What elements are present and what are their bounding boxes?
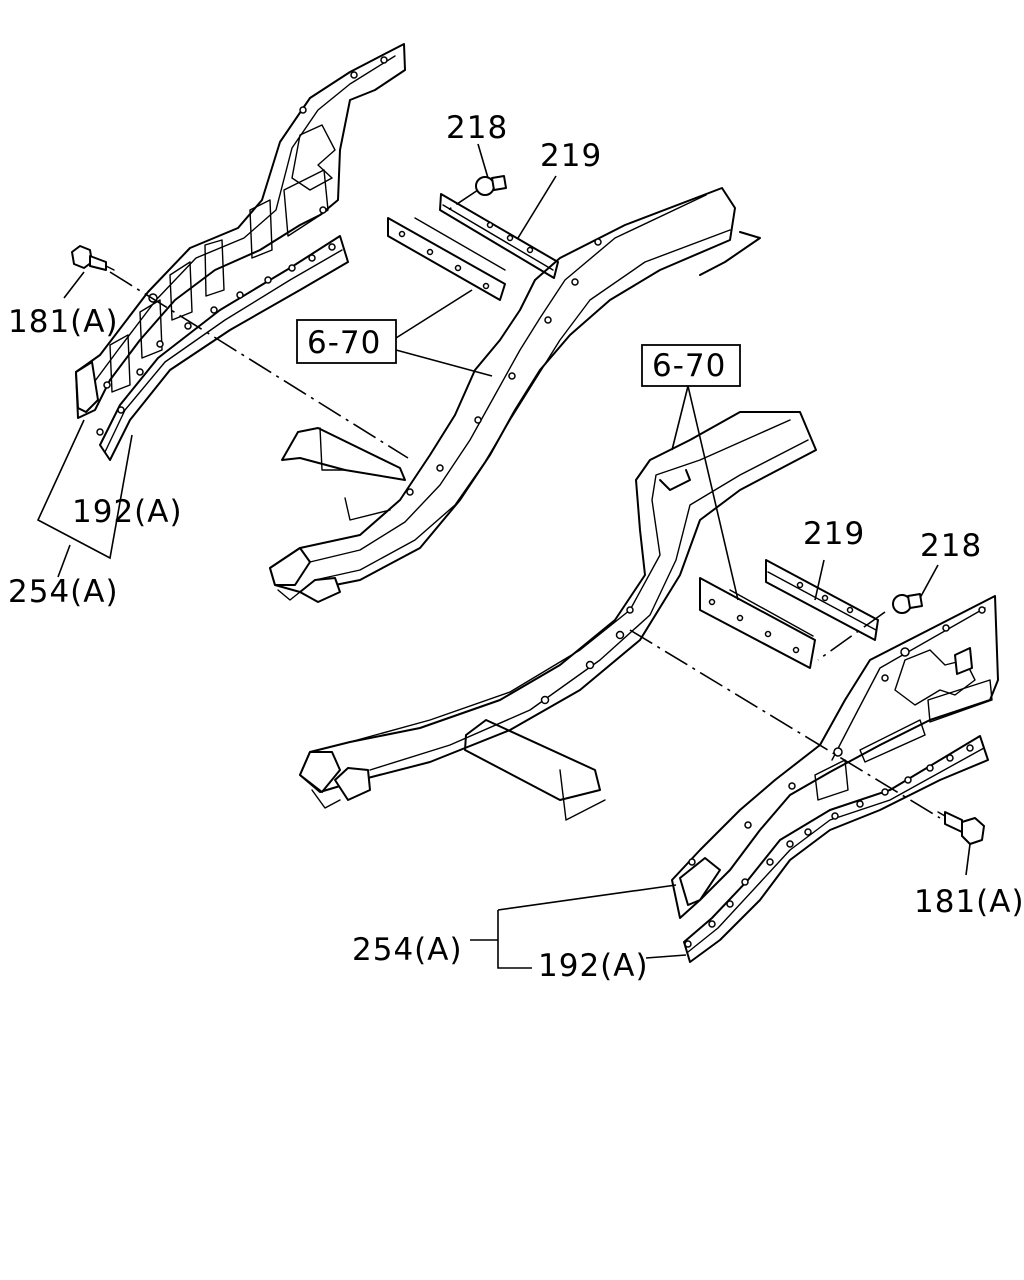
label-181-left: 181(A) (8, 304, 119, 340)
label-6-70-top: 6-70 (307, 325, 381, 361)
upper-liner-219 (439, 193, 559, 279)
mid-ref-box (641, 344, 741, 387)
lower-frame-rail (299, 411, 817, 821)
top-ref-box (296, 319, 397, 364)
leader-lines (36, 143, 971, 969)
upper-left-mudguard-bracket (75, 43, 406, 419)
upper-clip-218 (447, 175, 507, 211)
label-219-mid: 219 (803, 516, 865, 552)
lower-right-bolt (937, 811, 985, 845)
label-192-bottom: 192(A) (538, 948, 649, 984)
center-lines (109, 271, 941, 819)
lower-clip-218 (817, 593, 923, 661)
label-219-top: 219 (540, 138, 602, 174)
label-218-top: 218 (446, 110, 508, 146)
upper-frame-rail (269, 187, 761, 603)
label-254-left: 254(A) (8, 574, 119, 610)
upper-left-bolt (71, 245, 115, 271)
lower-right-mudguard-rail (683, 735, 989, 963)
lower-right-mudguard-bracket (671, 595, 999, 919)
lower-cover-plate (699, 577, 816, 669)
label-192-left: 192(A) (72, 494, 183, 530)
upper-left-mudguard-rail (96, 235, 349, 461)
upper-cover-plate (387, 217, 506, 301)
label-254-bottom: 254(A) (352, 932, 463, 968)
label-6-70-mid: 6-70 (652, 348, 726, 384)
lower-liner-219 (765, 559, 879, 641)
label-181-right: 181(A) (914, 884, 1024, 920)
label-218-mid: 218 (920, 528, 982, 564)
